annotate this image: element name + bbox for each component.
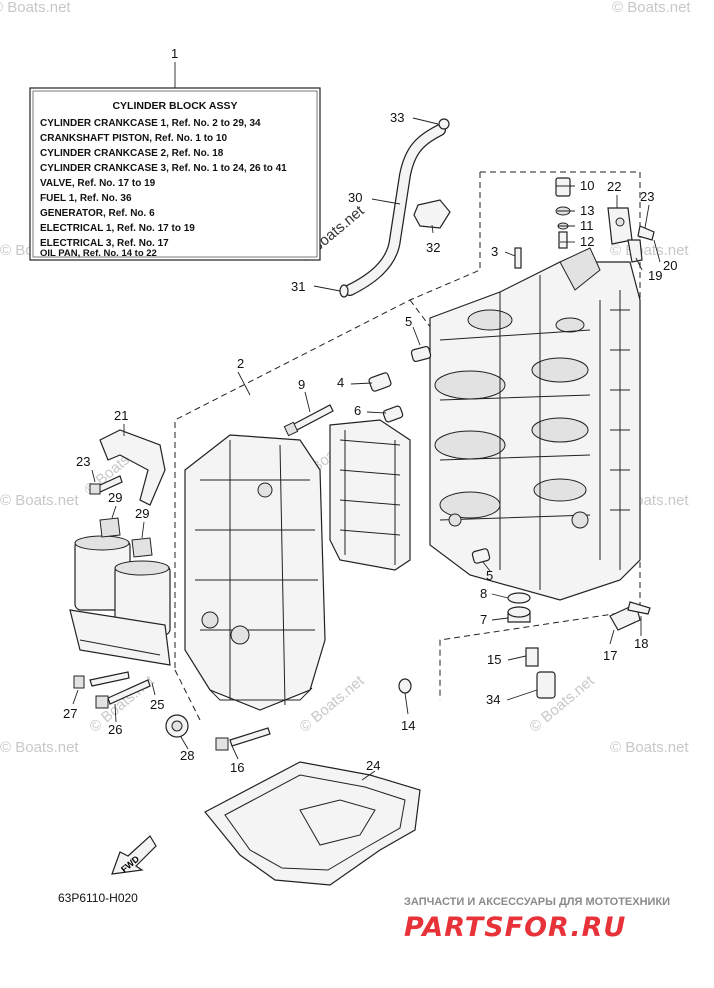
callout-23: 23	[640, 189, 654, 204]
callout-18: 18	[634, 636, 648, 651]
callout-23: 23	[76, 454, 90, 469]
watermark: © Boats.net	[610, 739, 689, 756]
callout-31: 31	[291, 279, 305, 294]
bracket-21	[99, 429, 166, 506]
watermark: © Boats.net	[610, 242, 689, 259]
callout-17: 17	[603, 648, 617, 663]
callout-14: 14	[401, 718, 415, 733]
callout-32: 32	[426, 240, 440, 255]
callout-25: 25	[150, 697, 164, 712]
callout-29: 29	[135, 506, 149, 521]
assy-legend: 1 CYLINDER BLOCK ASSY CYLINDER CRANKCASE…	[29, 46, 321, 261]
callout-11: 11	[580, 218, 594, 233]
legend-line: VALVE, Ref. No. 17 to 19	[40, 178, 156, 189]
shop-logo: PARTSFOR.RU	[404, 912, 626, 943]
watermark: © Boats.net	[0, 0, 71, 16]
clip-32	[413, 199, 451, 229]
callout-28: 28	[180, 748, 194, 763]
callout-34: 34	[486, 692, 500, 707]
legend-line: FUEL 1, Ref. No. 36	[40, 193, 132, 204]
legend-line: ELECTRICAL 3, Ref. No. 17	[40, 238, 169, 249]
watermark: © Boats.net	[0, 492, 79, 509]
legend-box	[29, 87, 321, 261]
callout-7: 7	[480, 612, 487, 627]
callout-20: 20	[663, 258, 677, 273]
callouts: 33 30 31 32 10 13 11 12 3 22 23 20 19 5 …	[63, 110, 677, 775]
callout-22: 22	[607, 179, 621, 194]
callout-4: 4	[337, 375, 344, 390]
watermark: © Boats.net	[612, 0, 691, 16]
callout-9: 9	[298, 377, 305, 392]
callout-21: 21	[114, 408, 128, 423]
callout-26: 26	[108, 722, 122, 737]
diagram-code: 63P6110-H020	[58, 891, 138, 905]
shop-tagline: ЗАПЧАСТИ И АКСЕССУАРЫ ДЛЯ МОТОТЕХНИКИ	[404, 896, 670, 908]
callout-3: 3	[491, 244, 498, 259]
callout-19: 19	[648, 268, 662, 283]
ignition-coils	[69, 517, 171, 666]
legend-title: CYLINDER BLOCK ASSY	[112, 100, 237, 112]
callout-29: 29	[108, 490, 122, 505]
bolts	[73, 404, 651, 751]
exhaust-cover	[329, 419, 411, 571]
callout-12: 12	[580, 234, 594, 249]
legend-line: ELECTRICAL 1, Ref. No. 17 to 19	[40, 223, 195, 234]
crankcase-cover	[184, 434, 326, 711]
callout-33: 33	[390, 110, 404, 125]
legend-line: GENERATOR, Ref. No. 6	[40, 208, 155, 219]
callout-8: 8	[480, 586, 487, 601]
watermark: © Boats.net	[0, 739, 79, 756]
legend-line: CYLINDER CRANKCASE 3, Ref. No. 1 to 24, …	[40, 163, 287, 174]
callout-2: 2	[237, 356, 244, 371]
legend-line: CRANKSHAFT PISTON, Ref. No. 1 to 10	[40, 133, 227, 144]
shop-branding: ЗАПЧАСТИ И АКСЕССУАРЫ ДЛЯ МОТОТЕХНИКИ PA…	[404, 896, 670, 943]
callout-15: 15	[487, 652, 501, 667]
round-parts	[165, 118, 531, 738]
legend-line: OIL PAN, Ref. No. 14 to 22	[40, 248, 157, 259]
callout-30: 30	[348, 190, 362, 205]
callout-5: 5	[486, 568, 493, 583]
callout-5: 5	[405, 314, 412, 329]
callout-27: 27	[63, 706, 77, 721]
hose-30	[344, 124, 446, 296]
callout-24: 24	[366, 758, 380, 773]
callout-6: 6	[354, 403, 361, 418]
callout-1: 1	[171, 46, 178, 61]
legend-line: CYLINDER CRANKCASE 2, Ref. No. 18	[40, 148, 224, 159]
gasket-24	[204, 761, 421, 886]
fwd-arrow: FWD	[111, 835, 157, 875]
leader-lines	[72, 117, 661, 781]
legend-line: CYLINDER CRANKCASE 1, Ref. No. 2 to 29, …	[40, 118, 261, 129]
callout-16: 16	[230, 760, 244, 775]
cylinder-block	[429, 247, 641, 601]
callout-10: 10	[580, 178, 594, 193]
callout-13: 13	[580, 203, 594, 218]
